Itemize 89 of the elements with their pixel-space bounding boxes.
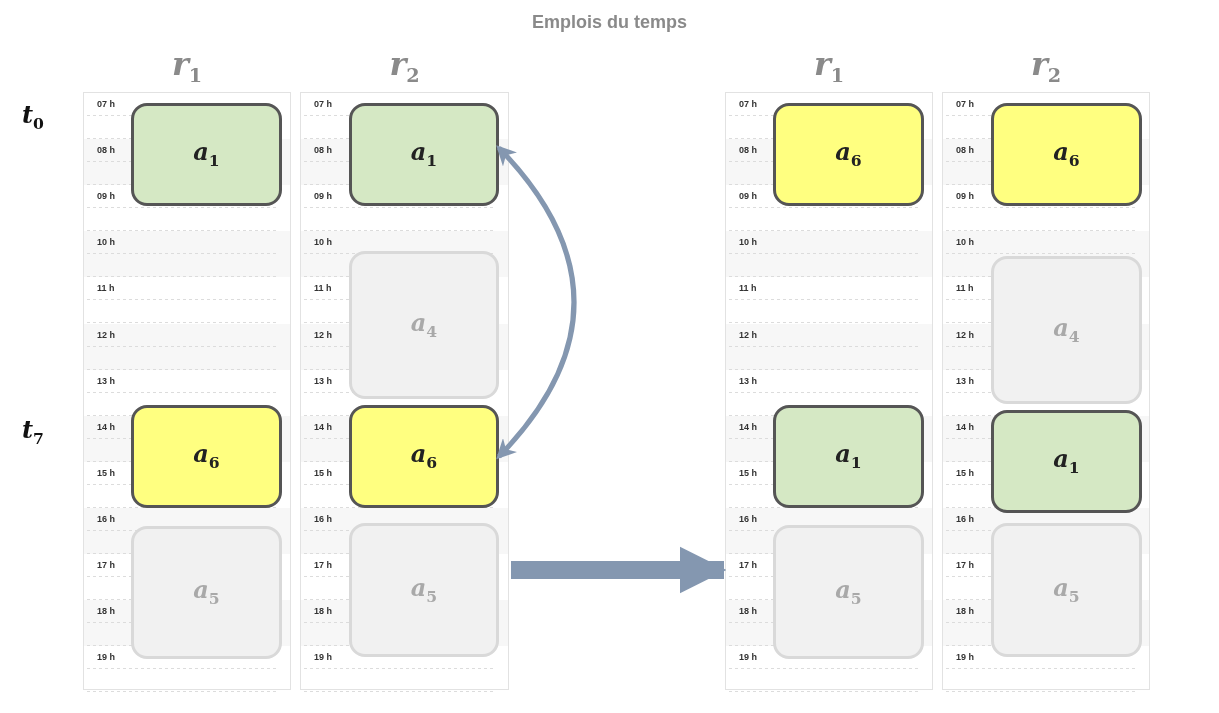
hour-label: 09 h [97,192,115,202]
hour-label: 07 h [739,100,757,109]
hour-label: 19 h [314,653,332,663]
hour-label: 10 h [739,238,757,248]
activity-box [773,525,924,659]
hour-label: 15 h [97,468,115,478]
hour-label: 07 h [97,100,115,109]
curved-double-arrow [496,145,577,460]
hour-label: 11 h [97,284,115,294]
hour-label: 11 h [956,284,974,294]
activity-label: a$_{4}$ [1053,315,1080,345]
hour-label: 08 h [314,146,332,156]
activity-box [349,405,499,508]
hour-label: 10 h [314,238,332,248]
activity-box [349,103,499,206]
activity-box [131,103,282,206]
hour-label: 18 h [956,607,974,617]
activity-box [991,256,1142,404]
hour-label: 07 h [314,100,332,109]
activity-box [131,526,282,659]
hour-label: 13 h [739,376,757,386]
hour-label: 16 h [97,514,115,524]
activity-box [131,405,282,508]
activity-label: a$_{1}$ [835,442,862,471]
hour-label: 15 h [739,468,757,478]
hour-label: 10 h [956,238,974,248]
hour-label: 16 h [314,514,332,524]
hour-label: 19 h [739,653,757,663]
hour-label: 14 h [314,422,332,432]
hour-label: 09 h [314,192,332,202]
activity-label: a$_{1}$ [410,140,438,169]
hour-label: 17 h [97,561,115,570]
activity-box [991,410,1142,513]
hour-label: 11 h [314,284,332,294]
hour-label: 17 h [956,561,974,570]
activity-box [773,405,924,508]
activity-box [773,103,924,206]
hour-label: 18 h [739,607,757,617]
column-heading: r$_{2}$ [388,48,421,86]
activity-label: a$_{1}$ [193,140,220,169]
activity-label: a$_{4}$ [410,310,438,340]
hour-label: 15 h [956,468,974,478]
hour-label: 16 h [739,514,757,524]
hour-label: 08 h [739,146,757,156]
hour-label: 12 h [739,330,757,340]
time-label: t$_{0}$ [22,103,44,132]
hour-label: 11 h [739,284,757,294]
diagram-title: Emplois du temps [531,12,688,33]
activity-box [349,523,499,657]
activity-label: a$_{6}$ [1053,140,1080,169]
activity-label: a$_{6}$ [193,442,220,471]
column-heading: r$_{1}$ [170,48,204,86]
activity-label: a$_{5}$ [193,578,220,607]
activity-label: a$_{5}$ [1053,575,1080,605]
column-heading: r$_{2}$ [1029,48,1063,86]
hour-label: 18 h [314,607,332,617]
hour-label: 12 h [956,330,974,340]
activity-box [349,251,499,399]
activity-label: a$_{5}$ [410,575,438,605]
activity-label: a$_{6}$ [835,140,862,169]
hour-label: 14 h [97,422,115,432]
hour-label: 12 h [314,330,332,340]
activity-box [991,103,1142,206]
activity-box [991,523,1142,657]
hour-label: 12 h [97,330,115,340]
hour-label: 14 h [956,422,974,432]
hour-label: 17 h [314,561,332,570]
activity-label: a$_{6}$ [410,442,438,471]
time-label: t$_{7}$ [22,418,44,447]
hour-label: 19 h [956,653,974,663]
hour-label: 09 h [956,192,974,202]
hour-label: 15 h [314,468,332,478]
hour-label: 08 h [97,146,115,156]
hour-label: 16 h [956,514,974,524]
hour-label: 19 h [97,653,115,663]
hour-label: 14 h [739,422,757,432]
hour-label: 10 h [97,238,115,248]
hour-label: 13 h [956,376,974,386]
activity-label: a$_{5}$ [835,577,862,607]
hour-label: 13 h [314,376,332,386]
hour-label: 08 h [956,146,974,156]
column-heading: r$_{1}$ [812,48,846,86]
hour-label: 07 h [956,100,974,109]
block-arrow [511,546,727,594]
activity-label: a$_{1}$ [1053,447,1080,476]
hour-label: 18 h [97,607,115,617]
hour-label: 09 h [739,192,757,202]
hour-label: 13 h [97,376,115,386]
hour-label: 17 h [739,561,757,570]
